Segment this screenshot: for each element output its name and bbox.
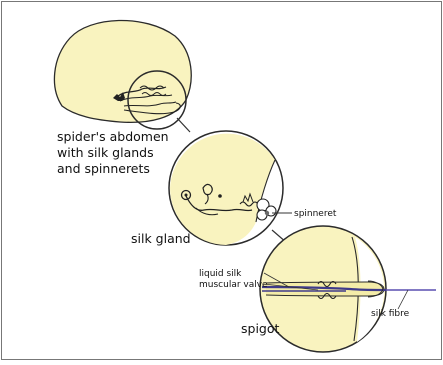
spider-abdomen xyxy=(54,20,191,122)
label-abdomen-line-3: and spinnerets xyxy=(57,161,150,176)
label-spigot: spigot xyxy=(241,321,280,336)
label-liquid-silk: liquid silk xyxy=(199,269,242,279)
silk-gland-view xyxy=(169,131,283,245)
label-silk-gland: silk gland xyxy=(131,231,191,246)
label-abdomen-line-1: spider's abdomen xyxy=(57,129,169,144)
label-abdomen-line-2: with silk glands xyxy=(57,145,154,160)
label-silk-fibre: silk fibre xyxy=(371,309,410,319)
label-muscular-valve: muscular valve xyxy=(199,280,268,290)
label-spinneret: spinneret xyxy=(294,209,337,219)
